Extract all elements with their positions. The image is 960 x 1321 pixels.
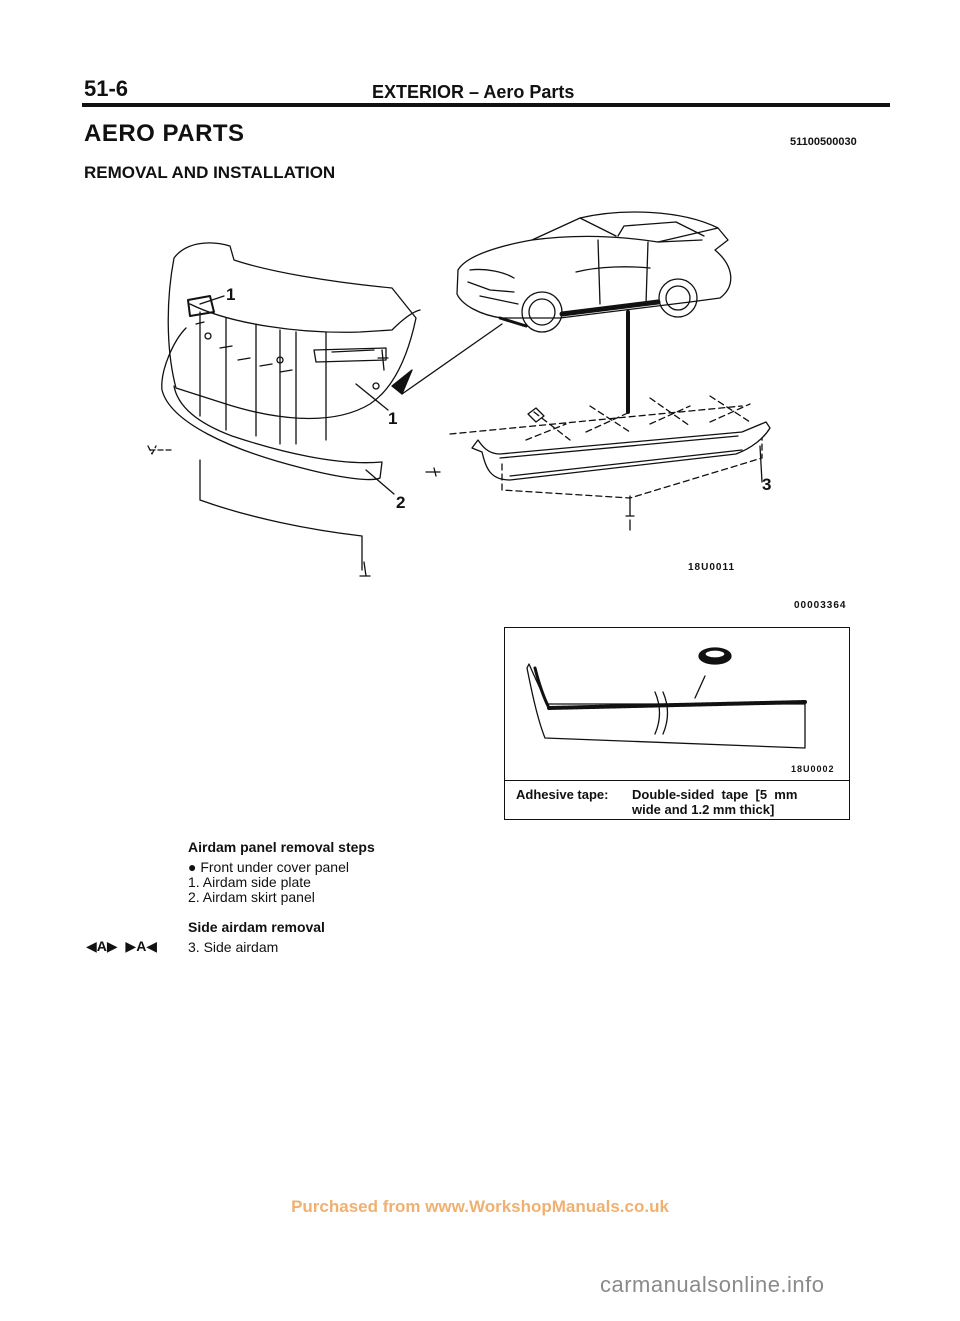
aero-parts-exploded-diagram: 1 1 2 3 18U0011 00003364	[147, 211, 847, 611]
airdam-step-item: ● Front under cover panel	[188, 859, 349, 875]
callout-1-top: 1	[226, 285, 235, 304]
header-rule	[82, 103, 890, 107]
adhesive-tape-inset: 18U0002 Adhesive tape: Double-sided tape…	[504, 627, 850, 820]
side-airdam-step-item: 3. Side airdam	[188, 939, 279, 955]
section-heading: AERO PARTS	[84, 120, 245, 147]
airdam-step-item: 2. Airdam skirt panel	[188, 889, 315, 905]
section-subheading: REMOVAL AND INSTALLATION	[84, 163, 336, 182]
tape-value-line2: wide and 1.2 mm thick]	[632, 802, 775, 817]
page-header-title: EXTERIOR – Aero Parts	[372, 82, 575, 102]
front-bumper-group	[147, 242, 421, 577]
side-airdam-title: Side airdam removal	[188, 919, 325, 935]
section-code: 51100500030	[790, 136, 857, 148]
tape-value-line1: Double-sided tape [5 mm	[632, 787, 798, 802]
tape-caption: Adhesive tape: Double-sided tape [5 mm w…	[505, 780, 849, 820]
adhesive-tape-diagram: 18U0002	[526, 647, 835, 774]
purchase-source-link[interactable]: Purchased from www.WorkshopManuals.co.uk	[291, 1197, 669, 1216]
airdam-steps-title: Airdam panel removal steps	[188, 839, 375, 855]
tape-ref-code: 18U0002	[791, 764, 835, 774]
removal-steps: Airdam panel removal steps ● Front under…	[188, 840, 375, 955]
page-number: 51-6	[84, 76, 129, 101]
callout-3: 3	[762, 475, 771, 494]
doc-number: 00003364	[794, 600, 847, 611]
figure-ref-code: 18U0011	[688, 562, 735, 573]
service-point-symbols: ◀A▶ ▶A◀	[86, 938, 158, 954]
airdam-step-item: 1. Airdam side plate	[188, 874, 311, 890]
side-airdam-group	[425, 395, 771, 531]
site-watermark: carmanualsonline.info	[600, 1272, 825, 1297]
callout-2: 2	[396, 493, 405, 512]
car-illustration	[456, 211, 732, 333]
callout-1-mid: 1	[388, 409, 397, 428]
tape-label: Adhesive tape:	[516, 787, 609, 802]
